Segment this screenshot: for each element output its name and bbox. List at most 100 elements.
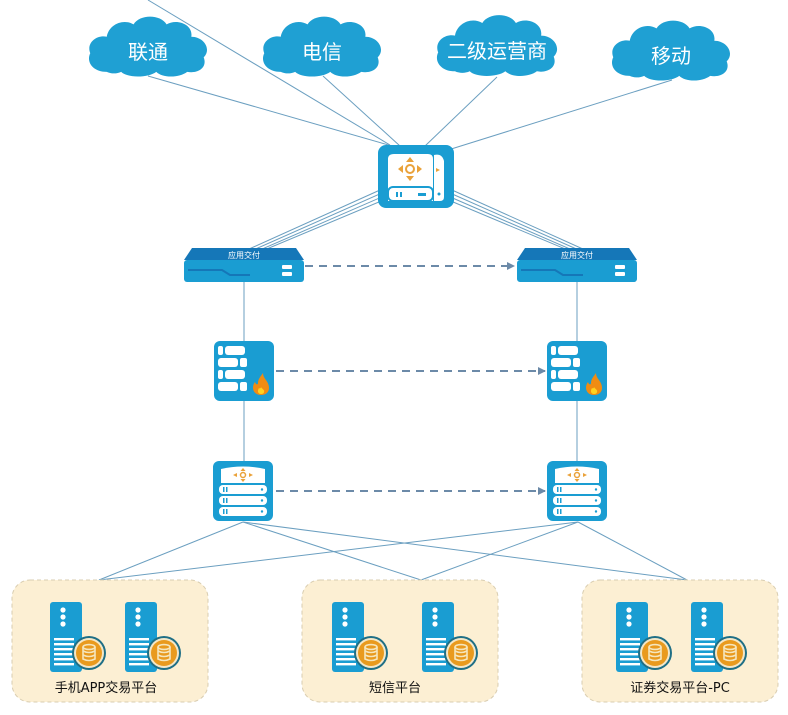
server-slot (695, 658, 715, 661)
server-slot (54, 658, 74, 661)
server-slot (620, 653, 640, 656)
core-router[interactable] (378, 145, 454, 208)
server-led (432, 614, 438, 620)
server-slot (620, 663, 640, 666)
server-led (626, 621, 632, 627)
link-swr-app (98, 521, 579, 581)
zone-pc[interactable]: 证券交易平台-PC (581, 579, 779, 703)
switch-rack-units (553, 485, 601, 516)
flame-icon (586, 373, 602, 395)
server-led (342, 607, 348, 613)
server-slot (129, 638, 149, 641)
zone-sms[interactable]: 短信平台 (301, 579, 499, 703)
server-slot (426, 648, 446, 651)
server-slot (129, 643, 149, 646)
server-slot (129, 658, 149, 661)
server-led (701, 614, 707, 620)
server-slot (620, 658, 640, 661)
link-swr-sms (420, 521, 579, 581)
server-led (701, 621, 707, 627)
mesh-links (98, 521, 688, 581)
server-slot (426, 653, 446, 656)
link-tier2-router (424, 76, 498, 147)
server-slot (336, 638, 356, 641)
server-slot (54, 648, 74, 651)
server-slot (426, 638, 446, 641)
server-led (342, 614, 348, 620)
database-icon (157, 643, 171, 662)
switch-left[interactable] (213, 461, 273, 521)
db-server-icon (691, 602, 747, 672)
server-slot (336, 648, 356, 651)
server-slot (129, 648, 149, 651)
server-led (60, 621, 66, 627)
server-slot (336, 653, 356, 656)
server-led (135, 607, 141, 613)
adc-right[interactable]: 应用交付 (517, 248, 637, 282)
zone-app[interactable]: 手机APP交易平台 (11, 579, 209, 703)
link-swr-pc (577, 521, 688, 581)
server-slot (426, 643, 446, 646)
server-slot (620, 648, 640, 651)
server-led (432, 621, 438, 627)
zone-label: 短信平台 (369, 681, 421, 696)
links-layer (98, 0, 688, 581)
server-slot (620, 643, 640, 646)
cloud-label: 联通 (128, 40, 168, 64)
database-icon (364, 643, 378, 662)
server-led (626, 607, 632, 613)
server-slot (426, 658, 446, 661)
server-slot (695, 648, 715, 651)
flame-icon (253, 373, 269, 395)
server-slot (426, 663, 446, 666)
db-server-icon (50, 602, 106, 672)
switch-right[interactable] (547, 461, 607, 521)
zone-label: 手机APP交易平台 (55, 680, 158, 696)
link-telecom-router (322, 75, 401, 147)
db-server-icon (422, 602, 478, 672)
adc-label: 应用交付 (228, 250, 260, 260)
db-server-icon (332, 602, 388, 672)
cloud-label: 电信 (302, 40, 342, 64)
server-slot (695, 638, 715, 641)
server-led (342, 621, 348, 627)
link-router-adc-right (445, 189, 595, 257)
server-led (135, 621, 141, 627)
adc-label: 应用交付 (561, 250, 593, 260)
adc-left[interactable]: 应用交付 (184, 248, 304, 282)
firewall-left[interactable] (214, 341, 274, 401)
server-slot (129, 663, 149, 666)
db-server-icon (125, 602, 181, 672)
switch-rack-units (219, 485, 267, 516)
cloud-mobile[interactable]: 移动 (611, 20, 731, 81)
brick-wall-icon (218, 346, 247, 391)
link-unicom-router (147, 75, 393, 147)
server-slot (620, 638, 640, 641)
switch-arrows-icon (567, 468, 587, 482)
server-led (432, 607, 438, 613)
server-led (60, 607, 66, 613)
db-server-icon (616, 602, 672, 672)
cloud-telecom[interactable]: 电信 (262, 16, 382, 77)
zone-label: 证券交易平台-PC (630, 680, 730, 696)
server-slot (336, 643, 356, 646)
server-slot (54, 653, 74, 656)
firewall-right[interactable] (547, 341, 607, 401)
cloud-tier2[interactable]: 二级运营商 (436, 15, 558, 77)
brick-wall-icon (551, 346, 580, 391)
database-icon (82, 643, 96, 662)
cloud-unicom[interactable]: 联通 (88, 16, 208, 77)
cloud-label: 移动 (651, 44, 691, 68)
server-slot (336, 658, 356, 661)
router-arrows-icon (398, 157, 440, 181)
server-led (701, 607, 707, 613)
link-router-adc-left (237, 189, 387, 257)
server-slot (695, 663, 715, 666)
link-swl-app (98, 521, 244, 581)
database-icon (454, 643, 468, 662)
server-led (626, 614, 632, 620)
server-slot (129, 653, 149, 656)
server-slot (695, 643, 715, 646)
database-icon (723, 643, 737, 662)
